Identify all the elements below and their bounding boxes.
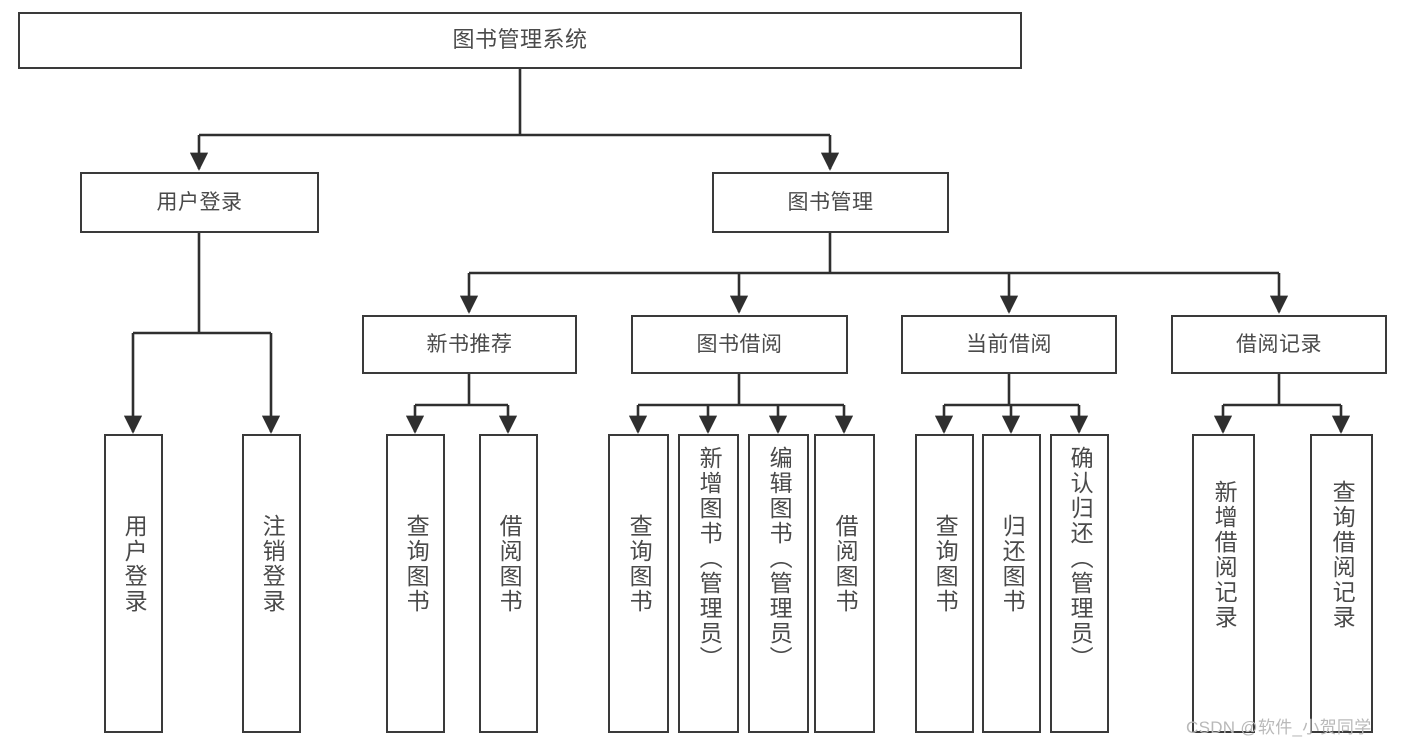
node-label: 图书管理系统: [452, 27, 588, 53]
leaf-query-book-recommend[interactable]: 查询图书: [386, 434, 445, 733]
node-label: 查询图书: [932, 514, 959, 614]
node-label: 查询图书: [403, 514, 430, 614]
node-book-management[interactable]: 图书管理: [712, 172, 949, 233]
node-label: 查询借阅记录: [1329, 480, 1356, 630]
node-user-login[interactable]: 用户登录: [80, 172, 319, 233]
node-label: 新增借阅记录: [1211, 480, 1238, 630]
node-label: 新书推荐: [426, 332, 513, 356]
node-label: 借阅图书: [832, 514, 859, 614]
node-root-book-management-system[interactable]: 图书管理系统: [18, 12, 1022, 69]
leaf-borrow-book[interactable]: 借阅图书: [814, 434, 875, 733]
node-label: 注销登录: [259, 514, 286, 614]
leaf-add-book-admin[interactable]: 新增图书（管理员）: [678, 434, 739, 733]
node-label: 确认归还（管理员）: [1067, 446, 1094, 671]
node-label: 归还图书: [999, 514, 1026, 614]
node-label: 借阅图书: [496, 514, 523, 614]
node-book-borrow[interactable]: 图书借阅: [631, 315, 848, 374]
watermark-csdn: CSDN @软件_小贺同学: [1186, 718, 1372, 737]
leaf-edit-book-admin[interactable]: 编辑图书（管理员）: [748, 434, 809, 733]
leaf-query-book-borrow[interactable]: 查询图书: [608, 434, 669, 733]
node-label: 当前借阅: [966, 332, 1052, 356]
node-label: 借阅记录: [1236, 332, 1322, 356]
leaf-user-login[interactable]: 用户登录: [104, 434, 163, 733]
node-label: 用户登录: [156, 190, 243, 214]
node-new-book-recommend[interactable]: 新书推荐: [362, 315, 577, 374]
leaf-query-borrow-record[interactable]: 查询借阅记录: [1310, 434, 1373, 733]
node-label: 新增图书（管理员）: [696, 446, 723, 671]
leaf-confirm-return-admin[interactable]: 确认归还（管理员）: [1050, 434, 1109, 733]
node-label: 图书管理: [787, 190, 874, 214]
leaf-add-borrow-record[interactable]: 新增借阅记录: [1192, 434, 1255, 733]
node-label: 查询图书: [626, 514, 653, 614]
leaf-logout[interactable]: 注销登录: [242, 434, 301, 733]
leaf-return-book[interactable]: 归还图书: [982, 434, 1041, 733]
leaf-query-book-current[interactable]: 查询图书: [915, 434, 974, 733]
node-current-borrow[interactable]: 当前借阅: [901, 315, 1117, 374]
leaf-borrow-book-recommend[interactable]: 借阅图书: [479, 434, 538, 733]
node-label: 图书借阅: [696, 332, 783, 356]
node-label: 编辑图书（管理员）: [766, 446, 793, 671]
node-label: 用户登录: [121, 514, 148, 614]
node-borrow-record[interactable]: 借阅记录: [1171, 315, 1387, 374]
